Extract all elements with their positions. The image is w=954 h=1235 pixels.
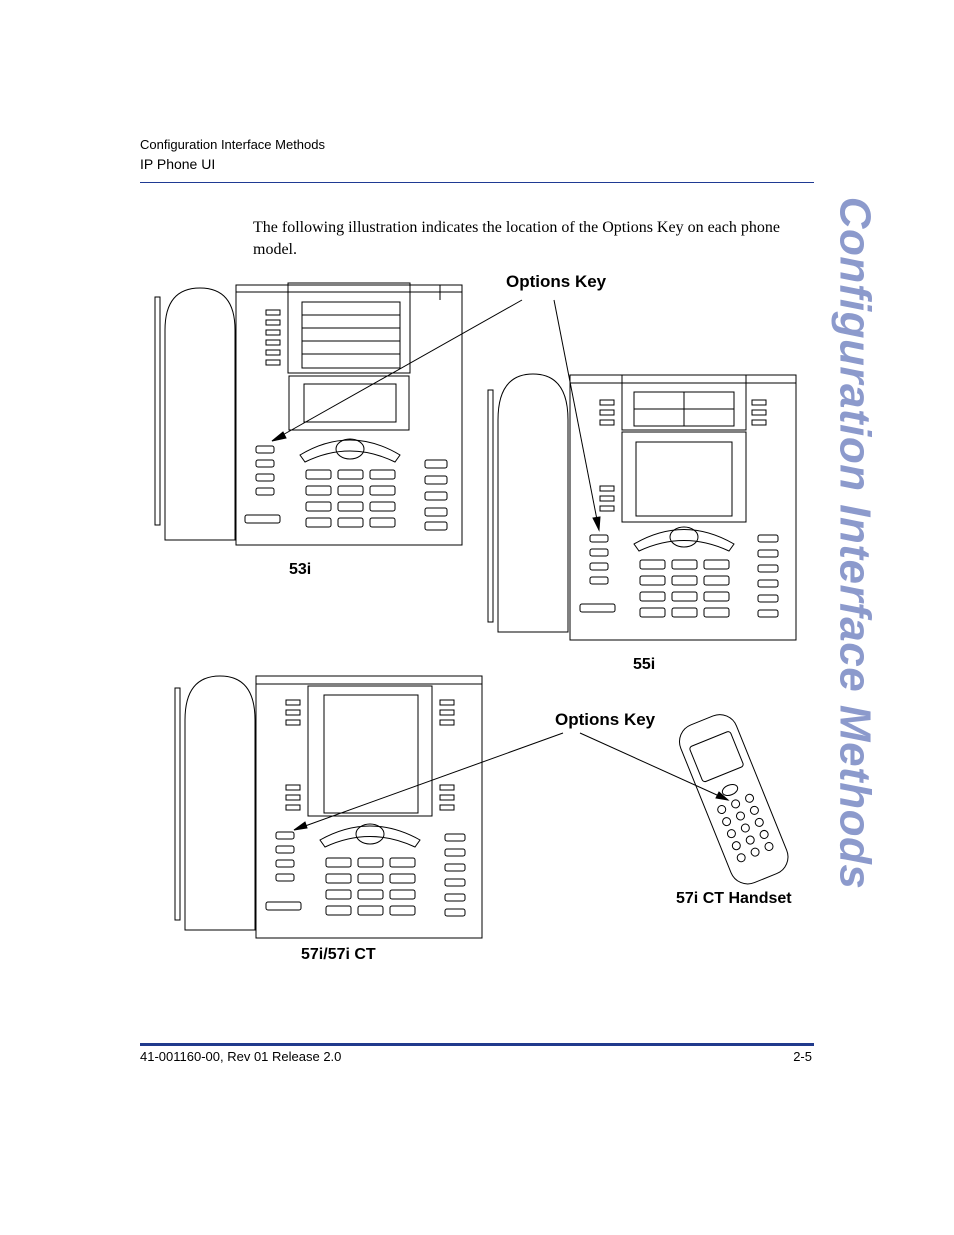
- leader-53i: [272, 300, 522, 441]
- phone-57i-drawing: [175, 676, 482, 938]
- leader-57i: [294, 733, 563, 830]
- phone-55i-drawing: [488, 374, 796, 640]
- intro-paragraph: The following illustration indicates the…: [253, 219, 780, 258]
- handset-drawing: [674, 709, 793, 889]
- label-55i: 55i: [633, 656, 656, 673]
- footer-rule: [140, 1043, 814, 1046]
- footer-doc-id: 41-001160-00, Rev 01 Release 2.0: [140, 1049, 342, 1064]
- footer-page-number: 2-5: [793, 1049, 812, 1064]
- options-key-callout-bottom: Options Key: [555, 710, 656, 729]
- leader-55i: [554, 300, 599, 530]
- phone-53i-drawing: [155, 283, 462, 545]
- label-53i: 53i: [289, 561, 312, 578]
- options-key-callout-top: Options Key: [506, 272, 607, 291]
- header-section: IP Phone UI: [140, 156, 216, 172]
- label-handset: 57i CT Handset: [676, 890, 792, 907]
- phone-53i-handset: [165, 288, 235, 540]
- leader-handset: [580, 733, 728, 800]
- label-57i: 57i/57i CT: [301, 946, 376, 963]
- header-rule: [140, 182, 814, 183]
- header-chapter: Configuration Interface Methods: [140, 137, 325, 152]
- phone-53i-cradle: [155, 297, 160, 525]
